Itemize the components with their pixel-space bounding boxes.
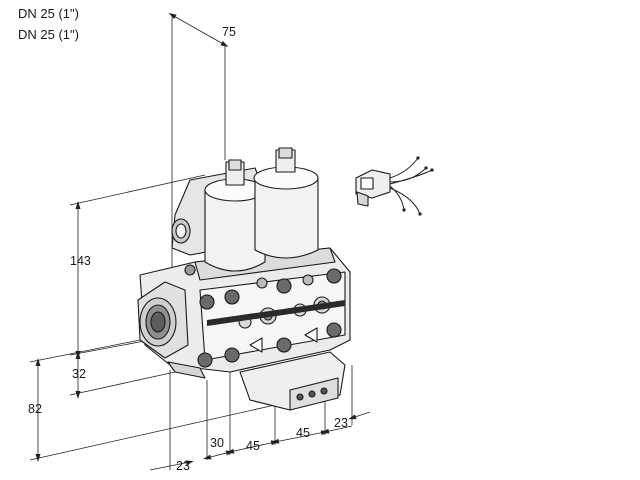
dim-height-small: 32: [72, 367, 86, 381]
gas-valve-body: [137, 147, 351, 411]
connector-plug-icon: [355, 156, 434, 216]
dim-right-edge: 23: [334, 416, 348, 430]
dimension-lines: [29, 13, 371, 471]
size-label-1: DN 25 (1"): [18, 6, 79, 21]
dim-bottom-left: 23: [176, 459, 190, 473]
dim-height-main: 143: [70, 254, 91, 268]
dim-bottom-a: 30: [210, 436, 224, 450]
dim-bottom-b: 45: [246, 439, 260, 453]
dim-bottom-c: 45: [296, 426, 310, 440]
size-label-2: DN 25 (1"): [18, 27, 79, 42]
dim-width-top: 75: [222, 25, 236, 39]
dim-height-total: 82: [28, 402, 42, 416]
